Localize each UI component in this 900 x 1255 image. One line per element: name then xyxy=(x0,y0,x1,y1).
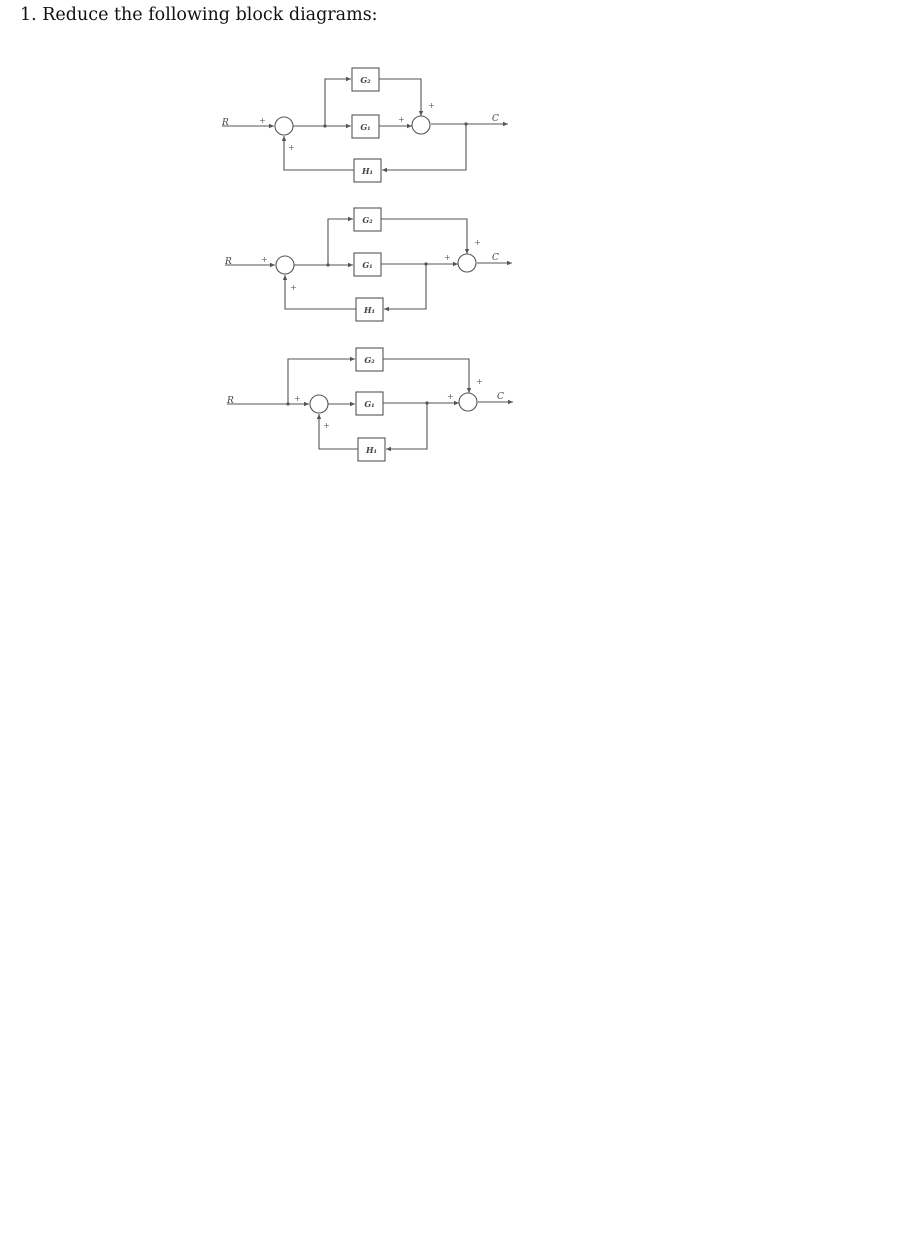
sign-label: + xyxy=(476,377,483,386)
block-g1 xyxy=(351,114,380,139)
feedback-wire-h1 xyxy=(384,264,427,312)
block-g2-label: G₂ xyxy=(364,355,375,365)
block-diagram-2: G₂ G₁ H₁ R C + + + + xyxy=(224,207,512,322)
g2-output-wire xyxy=(381,218,470,254)
branch-wire-g2 xyxy=(324,76,351,126)
sign-label: + xyxy=(398,115,405,124)
block-h1-label: H₁ xyxy=(363,305,375,315)
output-label: C xyxy=(497,392,504,402)
summing-junction xyxy=(275,255,295,275)
output-label: C xyxy=(492,114,499,124)
branch-wire-g2 xyxy=(287,356,355,404)
sign-label: + xyxy=(474,238,481,247)
branch-wire-g2 xyxy=(327,216,353,265)
pickoff-node xyxy=(326,263,330,267)
sign-label: + xyxy=(294,394,301,403)
sign-label: + xyxy=(323,421,330,430)
sign-label: + xyxy=(259,116,266,125)
block-h1-label: H₁ xyxy=(365,445,377,455)
g2-output-wire xyxy=(379,78,424,116)
summing-junction xyxy=(309,394,329,414)
input-label: R xyxy=(226,396,234,406)
sign-label: + xyxy=(288,143,295,152)
block-diagrams: G₂ G₁ H₁ R C + + + + G₂ G₁ H₁ xyxy=(221,67,513,462)
feedback-wire-h1 xyxy=(382,124,467,173)
pickoff-node xyxy=(286,402,290,406)
g2-output-wire xyxy=(383,358,472,393)
output-label: C xyxy=(492,253,499,263)
question-heading: 1. Reduce the following block diagrams: xyxy=(20,5,378,25)
summing-junction xyxy=(458,392,478,412)
sign-label: + xyxy=(261,255,268,264)
pickoff-node xyxy=(425,401,429,405)
block-g2-label: G₂ xyxy=(360,75,371,85)
block-h1 xyxy=(353,158,382,183)
block-g1 xyxy=(353,252,382,277)
pickoff-node xyxy=(464,122,468,126)
block-g1-label: G₁ xyxy=(362,260,372,270)
feedback-wire-sum xyxy=(281,136,354,171)
input-label: R xyxy=(224,257,232,267)
input-label: R xyxy=(221,118,229,128)
pickoff-node xyxy=(323,124,327,128)
block-h1 xyxy=(355,297,384,322)
pickoff-node xyxy=(424,262,428,266)
block-g2 xyxy=(355,347,384,372)
block-g1-label: G₁ xyxy=(364,399,374,409)
block-diagram-1: G₂ G₁ H₁ R C + + + + xyxy=(221,67,508,183)
block-h1-label: H₁ xyxy=(361,166,373,176)
sign-label: + xyxy=(290,283,297,292)
block-diagram-3: G₂ G₁ H₁ R C + + + + xyxy=(226,347,513,462)
feedback-wire-h1 xyxy=(386,403,428,452)
feedback-wire-sum xyxy=(316,414,358,450)
block-g1-label: G₁ xyxy=(360,122,370,132)
summing-junction xyxy=(457,253,477,273)
sign-label: + xyxy=(444,253,451,262)
summing-junction xyxy=(274,116,294,136)
block-h1 xyxy=(357,437,386,462)
summing-junction xyxy=(411,115,431,135)
feedback-wire-sum xyxy=(282,275,356,310)
sign-label: + xyxy=(428,101,435,110)
sign-label: + xyxy=(447,392,454,401)
block-g2 xyxy=(353,207,382,232)
block-g2 xyxy=(351,67,380,92)
block-g1 xyxy=(355,391,384,416)
block-g2-label: G₂ xyxy=(362,215,373,225)
